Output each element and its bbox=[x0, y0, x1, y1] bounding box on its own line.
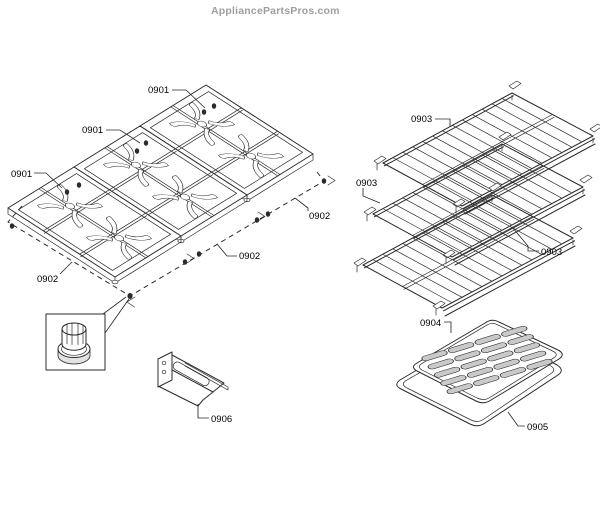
part-label-0906: 0906 bbox=[211, 414, 232, 425]
grate-foot-illustration bbox=[57, 322, 91, 365]
part-label-0902-left: 0902 bbox=[37, 274, 58, 285]
grate-foot-inset bbox=[45, 296, 130, 371]
grate-foot-dots bbox=[9, 103, 327, 299]
part-label-0901-left: 0901 bbox=[11, 169, 32, 180]
part-label-0905: 0905 bbox=[527, 422, 548, 433]
part-label-0901-top: 0901 bbox=[148, 85, 169, 96]
watermark: AppliancePartsPros.com bbox=[211, 5, 340, 17]
part-label-0903-top: 0903 bbox=[411, 114, 432, 125]
mounting-bracket-illustration bbox=[157, 351, 229, 407]
part-label-0902-mid: 0902 bbox=[239, 251, 260, 262]
oven-racks-illustration bbox=[353, 80, 600, 317]
part-label-0904: 0904 bbox=[420, 318, 441, 329]
part-label-0903-left: 0903 bbox=[356, 178, 377, 189]
burner-grates-illustration bbox=[8, 85, 313, 284]
part-label-0901-mid: 0901 bbox=[82, 125, 103, 136]
broiler-grid-slots bbox=[421, 325, 553, 395]
broiler-grid-illustration bbox=[413, 319, 563, 404]
part-label-0902-right: 0902 bbox=[309, 211, 330, 222]
part-label-0903-bottom: 0903 bbox=[541, 247, 562, 258]
callout-leader-lines bbox=[34, 89, 539, 427]
part-callouts: 0901 0901 0901 0902 0902 0902 0903 0903 … bbox=[11, 85, 562, 433]
